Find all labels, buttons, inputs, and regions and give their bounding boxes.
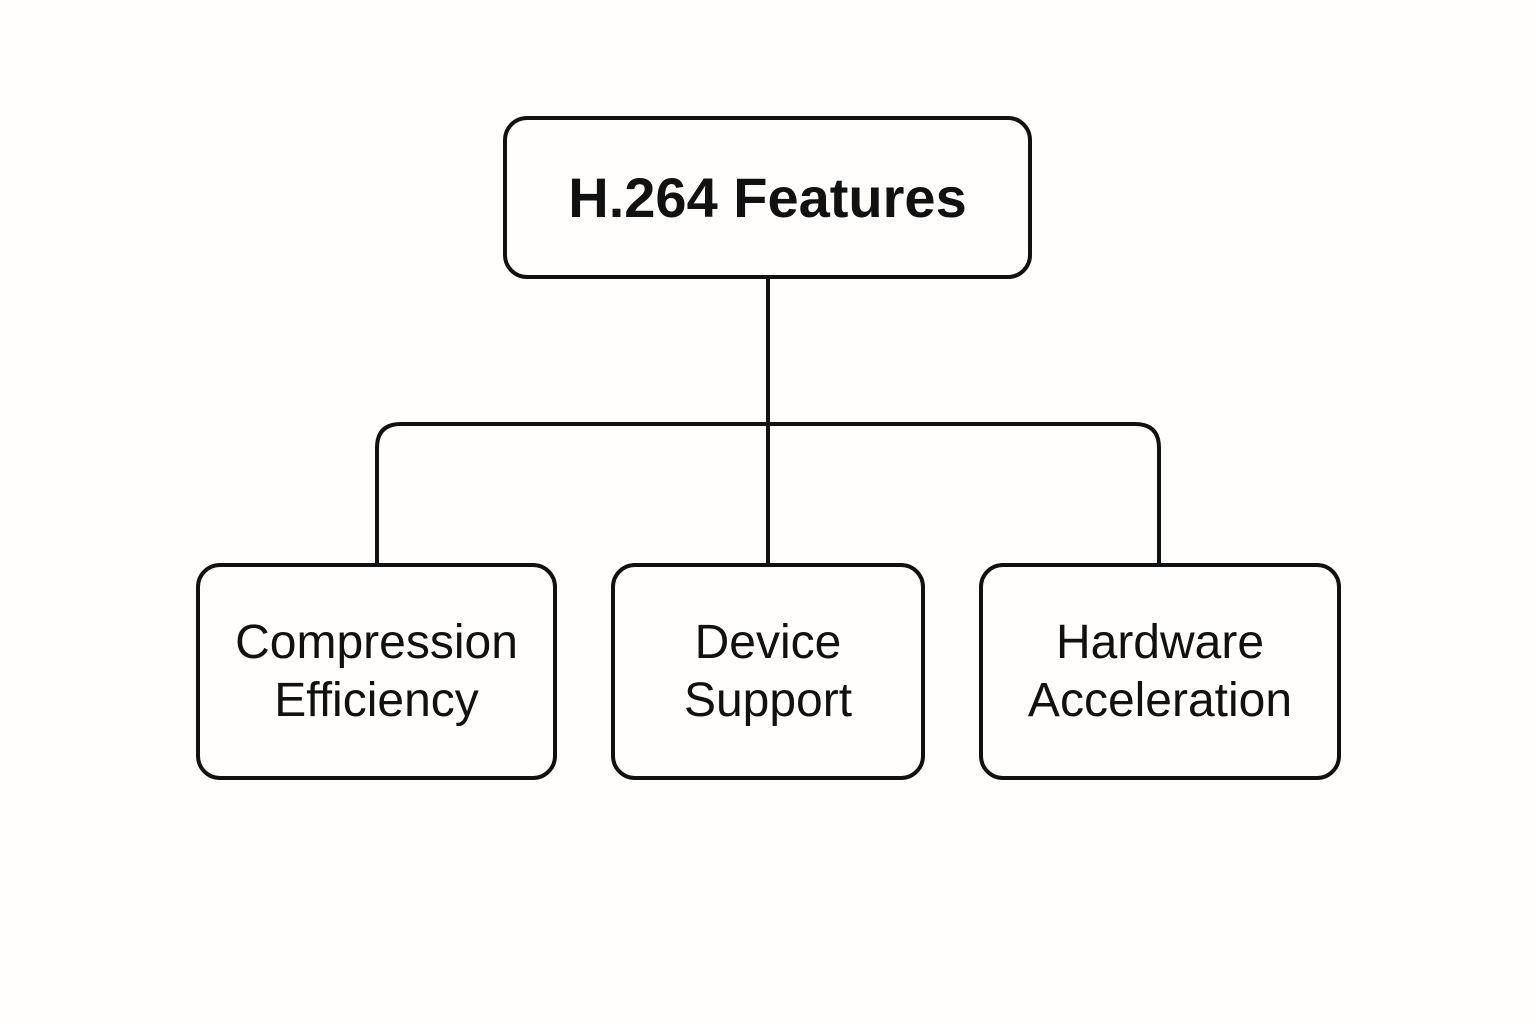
child-node-label-line2: Support	[683, 673, 853, 727]
root-node: H.264 Features	[503, 116, 1032, 279]
child-node-label-line2: Efficiency	[274, 673, 479, 727]
child-node-label-line1: Hardware	[1055, 615, 1265, 669]
child-node-label-line2: Acceleration	[1027, 673, 1293, 727]
child-node-hardware-acceleration: Hardware Acceleration	[979, 563, 1341, 780]
root-node-label: H.264 Features	[568, 166, 967, 229]
child-node-device-support: Device Support	[611, 563, 925, 780]
child-node-label-line1: Compression	[235, 615, 518, 669]
child-node-compression-efficiency: Compression Efficiency	[196, 563, 557, 780]
branch-bar-line	[375, 422, 1161, 563]
child-node-label-line1: Device	[694, 615, 842, 669]
